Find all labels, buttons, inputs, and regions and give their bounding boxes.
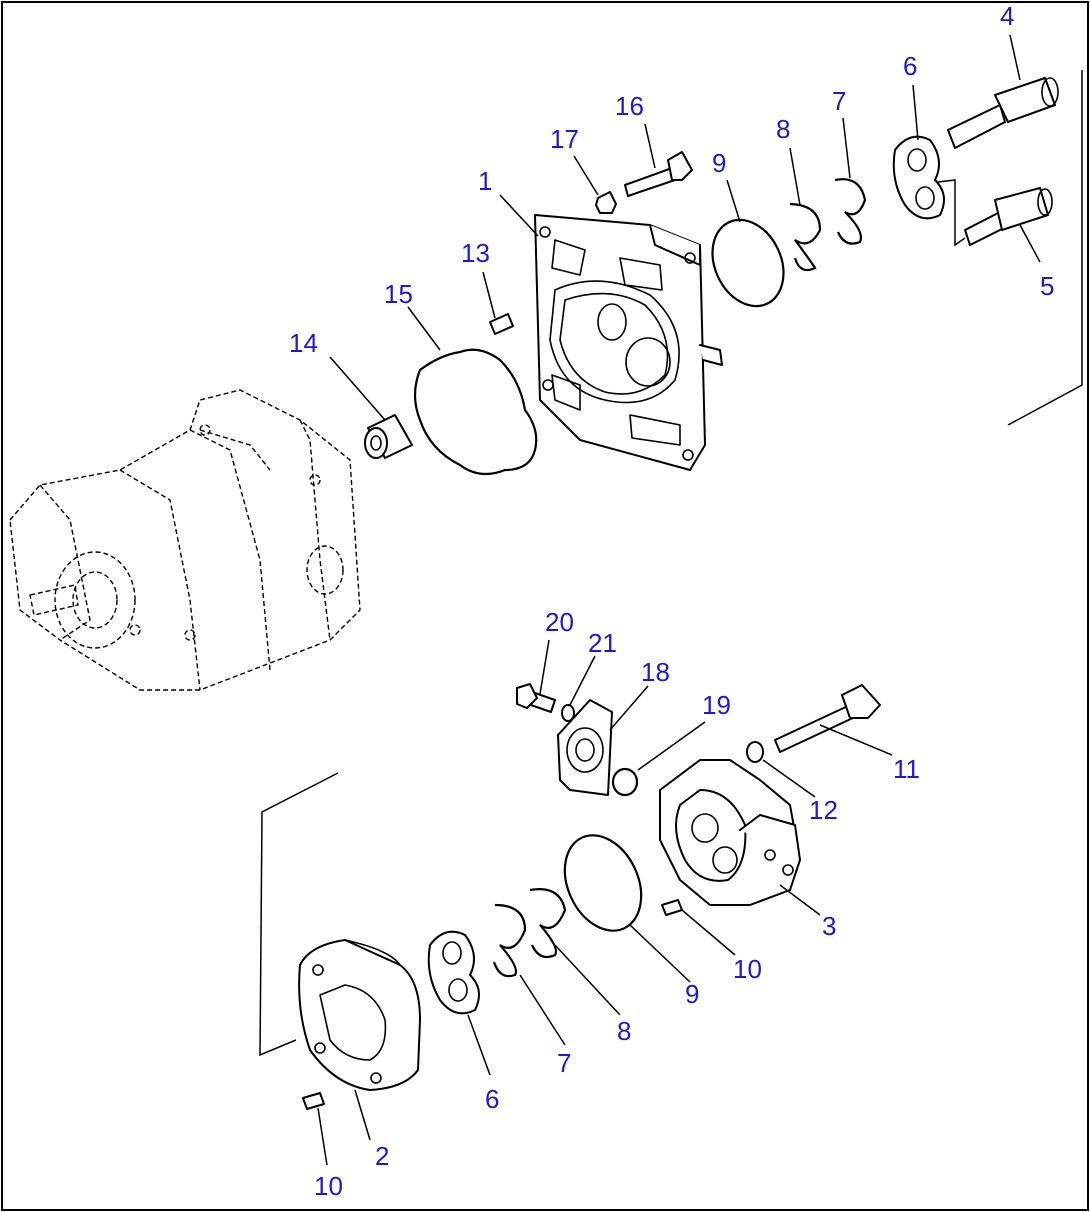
callout-4: 4 bbox=[1000, 1, 1014, 31]
callout-19: 19 bbox=[702, 690, 731, 720]
part-13-dowel-pin bbox=[489, 313, 514, 335]
part-8-backup-ring-lower bbox=[529, 888, 567, 959]
callout-6-lower: 6 bbox=[485, 1084, 499, 1114]
part-19-o-ring-small bbox=[611, 767, 639, 797]
part-11-long-bolt bbox=[774, 684, 881, 753]
callout-3: 3 bbox=[822, 911, 836, 941]
callout-11: 11 bbox=[893, 754, 920, 784]
callout-10-left: 10 bbox=[314, 1171, 343, 1201]
part-4-drive-gear bbox=[947, 77, 1059, 149]
part-9-o-ring-lower bbox=[563, 834, 643, 932]
callout-8-upper: 8 bbox=[776, 114, 790, 144]
callout-20: 20 bbox=[545, 607, 574, 637]
part-15-gasket bbox=[413, 348, 538, 476]
part-10-pin-right bbox=[661, 899, 683, 916]
part-8-backup-ring-upper bbox=[789, 202, 822, 272]
part-6-bushing-plate-lower bbox=[427, 930, 480, 1015]
callout-6-upper: 6 bbox=[903, 51, 917, 81]
callout-9-lower: 9 bbox=[685, 979, 699, 1009]
bracket-lower-left bbox=[259, 772, 339, 1057]
bracket-upper-right bbox=[1007, 70, 1083, 426]
callout-13: 13 bbox=[461, 238, 490, 268]
part-12-washer bbox=[746, 741, 764, 763]
pump-body-assembly bbox=[9, 389, 361, 691]
part-3-cover-housing bbox=[659, 759, 801, 906]
bracket-upper-tick bbox=[937, 179, 966, 247]
part-2-front-housing bbox=[298, 939, 421, 1091]
part-7-seal-lower bbox=[492, 903, 527, 978]
leader-lines bbox=[317, 34, 1041, 1166]
part-18-flange bbox=[557, 699, 613, 796]
callout-15: 15 bbox=[384, 279, 413, 309]
callout-14: 14 bbox=[289, 328, 318, 358]
callout-8-lower: 8 bbox=[617, 1016, 631, 1046]
callout-21: 21 bbox=[588, 628, 617, 658]
callout-18: 18 bbox=[641, 657, 670, 687]
callout-12: 12 bbox=[809, 795, 838, 825]
callout-7-upper: 7 bbox=[832, 86, 846, 116]
part-1-plate bbox=[534, 214, 723, 471]
callout-9-upper: 9 bbox=[712, 148, 726, 178]
callout-16: 16 bbox=[615, 91, 644, 121]
callout-5: 5 bbox=[1040, 271, 1054, 301]
part-9-o-ring-upper bbox=[711, 218, 785, 308]
callout-1: 1 bbox=[478, 166, 492, 196]
part-17-nut bbox=[595, 191, 617, 214]
part-14-bushing bbox=[364, 414, 413, 459]
part-7-seal-upper bbox=[834, 178, 867, 245]
part-16-bolt bbox=[624, 151, 693, 197]
callout-7-lower: 7 bbox=[557, 1048, 571, 1078]
part-20-bolt bbox=[516, 683, 556, 713]
callout-10-right: 10 bbox=[733, 954, 762, 984]
part-6-bushing-plate-upper bbox=[892, 135, 945, 220]
part-5-driven-gear bbox=[964, 187, 1053, 246]
callout-17: 17 bbox=[550, 124, 579, 154]
callout-2: 2 bbox=[375, 1141, 389, 1171]
callout-labels: 1 2 3 4 5 6 6 7 7 8 8 9 9 10 10 11 12 13… bbox=[289, 1, 1054, 1201]
part-10-pin-left bbox=[302, 1092, 325, 1110]
part-21-washer bbox=[561, 704, 575, 722]
